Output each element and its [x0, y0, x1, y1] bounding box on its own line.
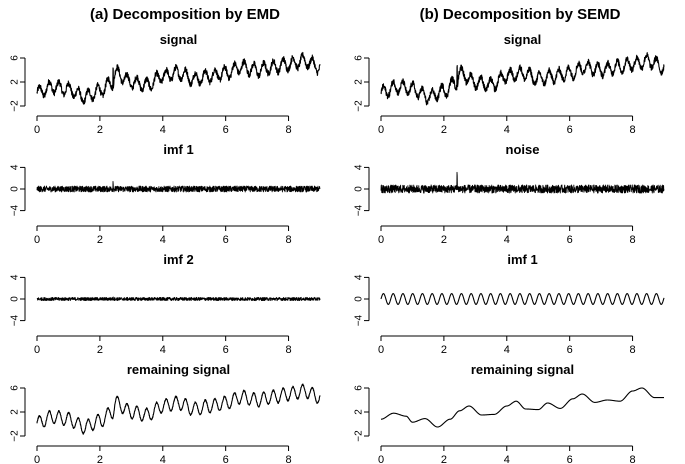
panel-0-0-y-tick-label: 6 [10, 55, 21, 61]
panel-1-1-title: noise [506, 142, 540, 157]
panel-1-1-y-tick-label: 0 [354, 186, 365, 192]
panel-0-1-x-tick-label: 8 [285, 234, 291, 246]
panel-0-2-x-tick-label: 4 [160, 344, 166, 356]
panel-0-1-x-tick-label: 6 [223, 234, 229, 246]
panel-1-2-y-tick-label: 0 [354, 296, 365, 302]
panel-0-2-y-tick-label: 4 [10, 274, 21, 280]
panel-0-3-y-tick-label: −2 [10, 430, 21, 442]
panel-1-0-x-tick-label: 8 [629, 124, 635, 136]
panel-1-1-y-tick-label: −4 [354, 204, 365, 216]
panel-1-2-x-tick-label: 4 [504, 344, 510, 356]
panel-0-0-x-tick-label: 8 [285, 124, 291, 136]
panel-1-1-x-tick-label: 4 [504, 234, 510, 246]
panel-1-2-x-tick-label: 8 [629, 344, 635, 356]
panel-1-3-x-tick-label: 6 [567, 454, 573, 464]
panel-0-1-x-tick-label: 4 [160, 234, 166, 246]
panel-1-0-series-line [380, 52, 665, 106]
column-title-semd: (b) Decomposition by SEMD [419, 6, 621, 23]
panel-0-2-x-tick-label: 8 [285, 344, 291, 356]
panel-1-2-y-tick-label: 4 [354, 274, 365, 280]
panel-1-1-x-tick-label: 8 [629, 234, 635, 246]
panel-1-0-y-tick-label: 2 [354, 79, 365, 85]
panel-0-0-series-line [36, 51, 321, 105]
panel-1-3-x-tick-label: 8 [629, 454, 635, 464]
panel-0-3-x-tick-label: 0 [34, 454, 40, 464]
panel-1-2-title: imf 1 [507, 252, 537, 267]
panel-0-1-x-tick-label: 0 [34, 234, 40, 246]
panel-0-3-x-tick-label: 6 [223, 454, 229, 464]
panel-1-3-y-tick-label: 6 [354, 385, 365, 391]
panel-0-2-x-tick-label: 6 [223, 344, 229, 356]
panel-0-2-x-tick-label: 2 [97, 344, 103, 356]
panel-1-2-y-tick-label: −4 [354, 314, 365, 326]
panel-0-0-x-tick-label: 0 [34, 124, 40, 136]
column-title-emd: (a) Decomposition by EMD [89, 6, 280, 23]
panel-0-1-y-tick-label: −4 [10, 204, 21, 216]
panel-1-0-x-tick-label: 2 [441, 124, 447, 136]
panel-1-2-x-tick-label: 2 [441, 344, 447, 356]
panel-1-1-x-tick-label: 2 [441, 234, 447, 246]
panel-1-0-x-tick-label: 0 [378, 124, 384, 136]
panel-0-3-y-tick-label: 6 [10, 385, 21, 391]
panel-1-1-x-tick-label: 6 [567, 234, 573, 246]
panel-1-0-y-tick-label: −2 [354, 100, 365, 112]
panel-0-0-x-tick-label: 6 [223, 124, 229, 136]
panel-1-0-y-tick-label: 6 [354, 55, 365, 61]
panel-0-0-x-tick-label: 4 [160, 124, 166, 136]
panel-0-2-series-line [36, 296, 321, 302]
panel-0-1-x-tick-label: 2 [97, 234, 103, 246]
panel-0-3-x-tick-label: 2 [97, 454, 103, 464]
panel-0-0-x-tick-label: 2 [97, 124, 103, 136]
panel-0-1-title: imf 1 [163, 142, 193, 157]
panel-0-3-x-tick-label: 8 [285, 454, 291, 464]
panel-1-3-x-tick-label: 4 [504, 454, 510, 464]
panel-0-2-y-tick-label: 0 [10, 296, 21, 302]
panel-0-0-y-tick-label: 2 [10, 79, 21, 85]
panel-0-0-title: signal [160, 32, 198, 47]
panel-1-3-y-tick-label: 2 [354, 409, 365, 415]
panel-1-1-y-tick-label: 4 [354, 164, 365, 170]
panel-1-3-title: remaining signal [471, 362, 574, 377]
panel-0-3-x-tick-label: 4 [160, 454, 166, 464]
panel-0-1-y-tick-label: 4 [10, 164, 21, 170]
panel-1-0-title: signal [504, 32, 542, 47]
panel-1-1-x-tick-label: 0 [378, 234, 384, 246]
panel-1-2-x-tick-label: 0 [378, 344, 384, 356]
panel-0-0-y-tick-label: −2 [10, 100, 21, 112]
panel-1-2-series-line [380, 293, 665, 305]
panel-0-2-y-tick-label: −4 [10, 314, 21, 326]
panel-1-3-x-tick-label: 0 [378, 454, 384, 464]
panel-0-3-y-tick-label: 2 [10, 409, 21, 415]
panel-0-1-y-tick-label: 0 [10, 186, 21, 192]
panel-0-2-title: imf 2 [163, 252, 193, 267]
panel-1-3-series-line [380, 387, 665, 428]
panel-0-1-series-line [36, 181, 321, 193]
panel-1-0-x-tick-label: 4 [504, 124, 510, 136]
panel-1-2-x-tick-label: 6 [567, 344, 573, 356]
panel-0-3-series-line [36, 383, 321, 435]
panel-0-3-title: remaining signal [127, 362, 230, 377]
panel-1-1-series-line [380, 171, 665, 194]
panel-1-0-x-tick-label: 6 [567, 124, 573, 136]
panel-1-3-x-tick-label: 2 [441, 454, 447, 464]
panel-1-3-y-tick-label: −2 [354, 430, 365, 442]
panel-0-2-x-tick-label: 0 [34, 344, 40, 356]
